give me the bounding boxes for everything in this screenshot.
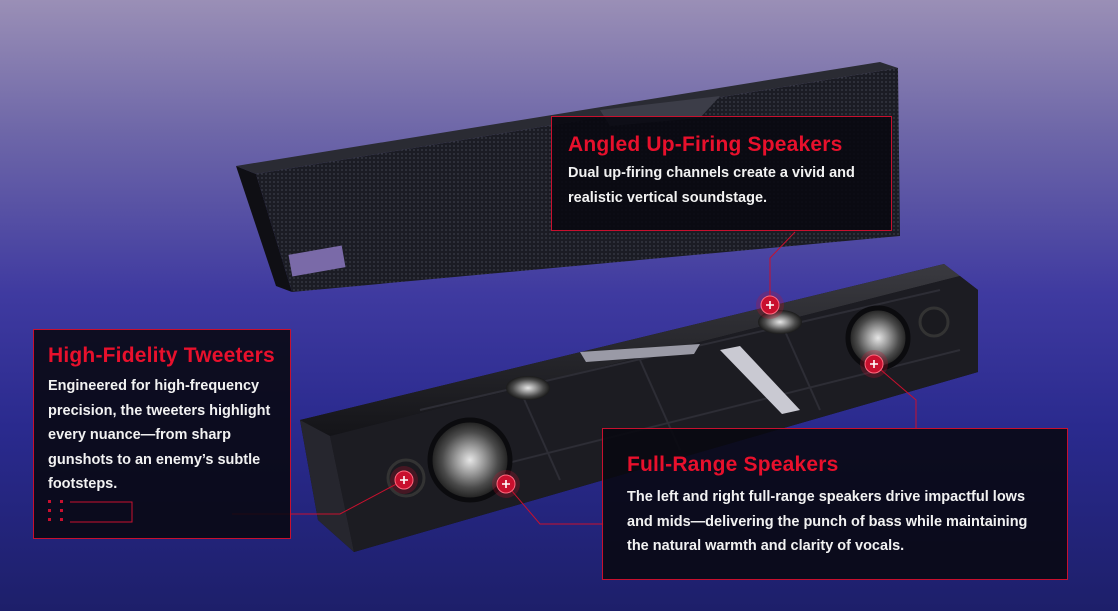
callout-high-fidelity-tweeters: High-Fidelity Tweeters Engineered for hi…	[33, 329, 291, 539]
right-upfiring-driver	[758, 310, 802, 334]
hotspot-plus-icon[interactable]	[492, 470, 520, 498]
callout-title: Full-Range Speakers	[627, 453, 839, 476]
callout-body: The left and right full-range speakers d…	[627, 489, 1028, 554]
hotspot-plus-icon[interactable]	[860, 350, 888, 378]
left-upfiring-driver	[506, 376, 550, 400]
callout-title: Angled Up-Firing Speakers	[568, 133, 843, 156]
rog-logo-badge	[288, 245, 346, 277]
callout-body: Dual up-firing channels create a vivid a…	[568, 165, 855, 206]
right-tweeter	[918, 306, 950, 338]
left-woofer	[427, 417, 513, 503]
decorative-dots-icon	[48, 500, 133, 523]
hotspot-plus-icon[interactable]	[390, 466, 418, 494]
callout-full-range-speakers: Full-Range Speakers The left and right f…	[602, 428, 1068, 580]
callout-body: Engineered for high-frequency precision,…	[48, 378, 271, 492]
callout-angled-upfiring-speakers: Angled Up-Firing Speakers Dual up-firing…	[551, 116, 892, 231]
callout-title: High-Fidelity Tweeters	[48, 344, 275, 367]
hotspot-plus-icon[interactable]	[756, 291, 784, 319]
